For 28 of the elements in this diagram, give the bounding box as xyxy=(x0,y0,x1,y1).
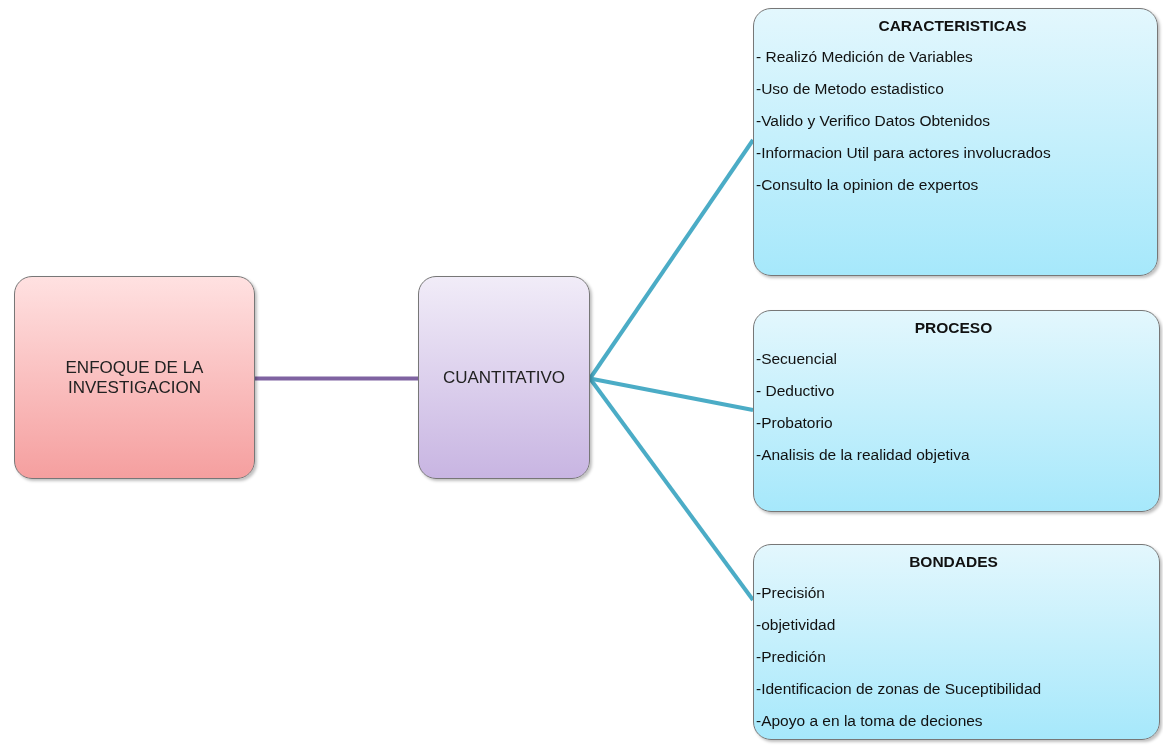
box-label: CUANTITATIVO xyxy=(442,367,566,388)
box-heading: CARACTERISTICAS xyxy=(877,17,1028,35)
list-item: -Analisis de la realidad objetiva xyxy=(756,445,971,465)
concept-box xyxy=(14,276,255,479)
list-item: -Apoyo a en la toma de deciones xyxy=(756,711,984,731)
box-label: ENFOQUE DE LA INVESTIGACION xyxy=(64,357,205,398)
connector-line xyxy=(588,138,755,380)
list-item: -Probatorio xyxy=(756,413,834,433)
list-item: -Precisión xyxy=(756,583,826,603)
list-item: -objetividad xyxy=(756,615,837,635)
list-item: - Realizó Medición de Variables xyxy=(756,47,974,67)
list-item: -Secuencial xyxy=(756,349,838,369)
list-item: - Deductivo xyxy=(756,381,836,401)
list-item: -Uso de Metodo estadistico xyxy=(756,79,945,99)
connector-line xyxy=(589,376,754,412)
concept-box xyxy=(418,276,590,479)
list-box xyxy=(753,8,1158,276)
box-heading: BONDADES xyxy=(908,553,999,571)
list-item: -Valido y Verifico Datos Obtenidos xyxy=(756,111,992,131)
list-item: -Identificacion de zonas de Suceptibilidad xyxy=(756,679,1043,699)
list-item: -Informacion Util para actores involucrados xyxy=(756,143,1052,163)
list-box xyxy=(753,544,1160,740)
connector-line xyxy=(255,376,418,381)
list-item: -Consulto la opinion de expertos xyxy=(756,175,980,195)
connector-line xyxy=(588,377,755,602)
list-item: -Predición xyxy=(756,647,827,667)
box-heading: PROCESO xyxy=(913,319,994,337)
list-box xyxy=(753,310,1160,512)
